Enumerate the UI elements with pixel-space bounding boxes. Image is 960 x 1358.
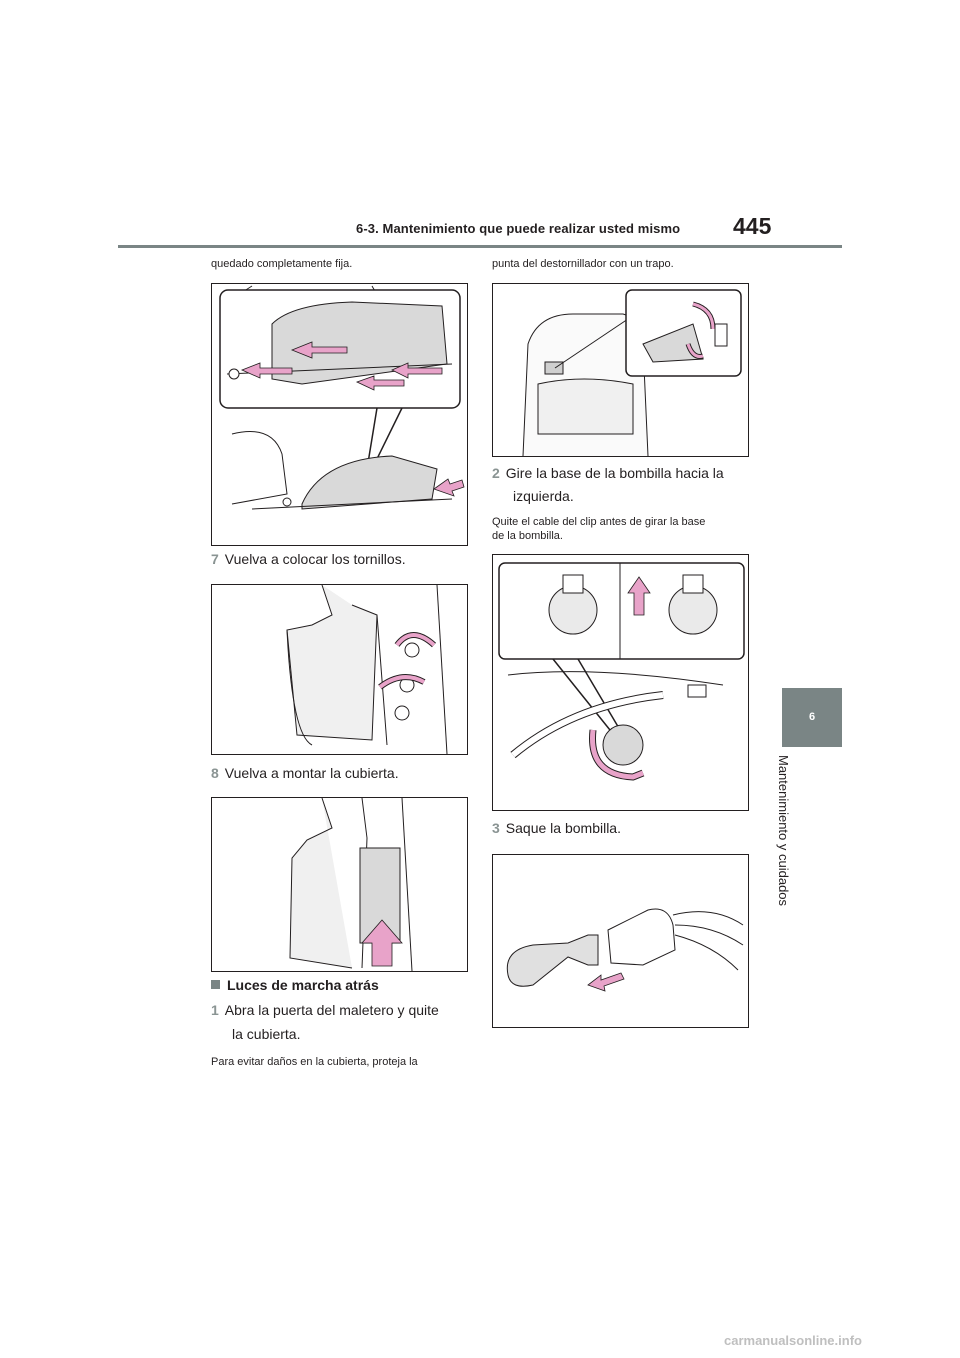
step-1-line1: Abra la puerta del maletero y quite: [224, 1002, 439, 1018]
section-heading-text: Luces de marcha atrás: [227, 977, 379, 993]
watermark: carmanualsonline.info: [724, 1333, 862, 1348]
step-3-text: Saque la bombilla.: [505, 820, 621, 836]
step-1-number: 1: [211, 1002, 219, 1018]
heading-bullet: [211, 980, 220, 989]
chapter-label: Mantenimiento y cuidados: [776, 755, 791, 907]
step-3: 3 Saque la bombilla.: [492, 818, 621, 838]
trunk-illustration: [522, 289, 742, 456]
figure-reinstall-cover: [211, 797, 468, 972]
step-1: 1 Abra la puerta del maletero y quite: [211, 1000, 439, 1020]
figure-reinstall-screws: [211, 584, 468, 755]
figure-trunk-cover: [492, 283, 749, 457]
cover-illustration: [289, 798, 413, 971]
step-2-number: 2: [492, 465, 500, 481]
left-intro-text: quedado completamente fija.: [211, 258, 353, 270]
right-note-line2: de la bombilla.: [492, 530, 563, 542]
section-title: 6-3. Mantenimiento que puede realizar us…: [356, 221, 681, 236]
bulb-removal-illustration: [506, 908, 744, 992]
tail-lamp-illustration: [219, 285, 465, 510]
step-2: 2 Gire la base de la bombilla hacia la: [492, 463, 724, 483]
chapter-tab: 6: [782, 688, 842, 747]
bulb-socket-illustration: [498, 562, 745, 781]
step-8-text: Vuelva a montar la cubierta.: [224, 765, 399, 781]
section-heading: Luces de marcha atrás: [211, 977, 379, 993]
step-8: 8 Vuelva a montar la cubierta.: [211, 763, 399, 783]
step-8-number: 8: [211, 765, 219, 781]
figure-remove-bulb: [492, 854, 749, 1028]
step-2-line1: Gire la base de la bombilla hacia la: [505, 465, 724, 481]
header-divider: [118, 245, 842, 248]
figure-tail-lamp-removal: [211, 283, 468, 546]
step-7-number: 7: [211, 551, 219, 567]
left-note: Para evitar daños en la cubierta, protej…: [211, 1056, 418, 1068]
page-number: 445: [733, 213, 772, 239]
right-note-line1: Quite el cable del clip antes de girar l…: [492, 516, 706, 528]
step-7-text: Vuelva a colocar los tornillos.: [224, 551, 406, 567]
chapter-label-container: Mantenimiento y cuidados: [774, 755, 794, 995]
right-intro-text: punta del destornillador con un trapo.: [492, 258, 674, 270]
step-1-line2: la cubierta.: [232, 1026, 301, 1042]
screws-illustration: [286, 585, 448, 754]
step-2-line2: izquierda.: [513, 488, 574, 504]
step-7: 7 Vuelva a colocar los tornillos.: [211, 549, 406, 569]
step-3-number: 3: [492, 820, 500, 836]
figure-turn-bulb-base: [492, 554, 749, 811]
